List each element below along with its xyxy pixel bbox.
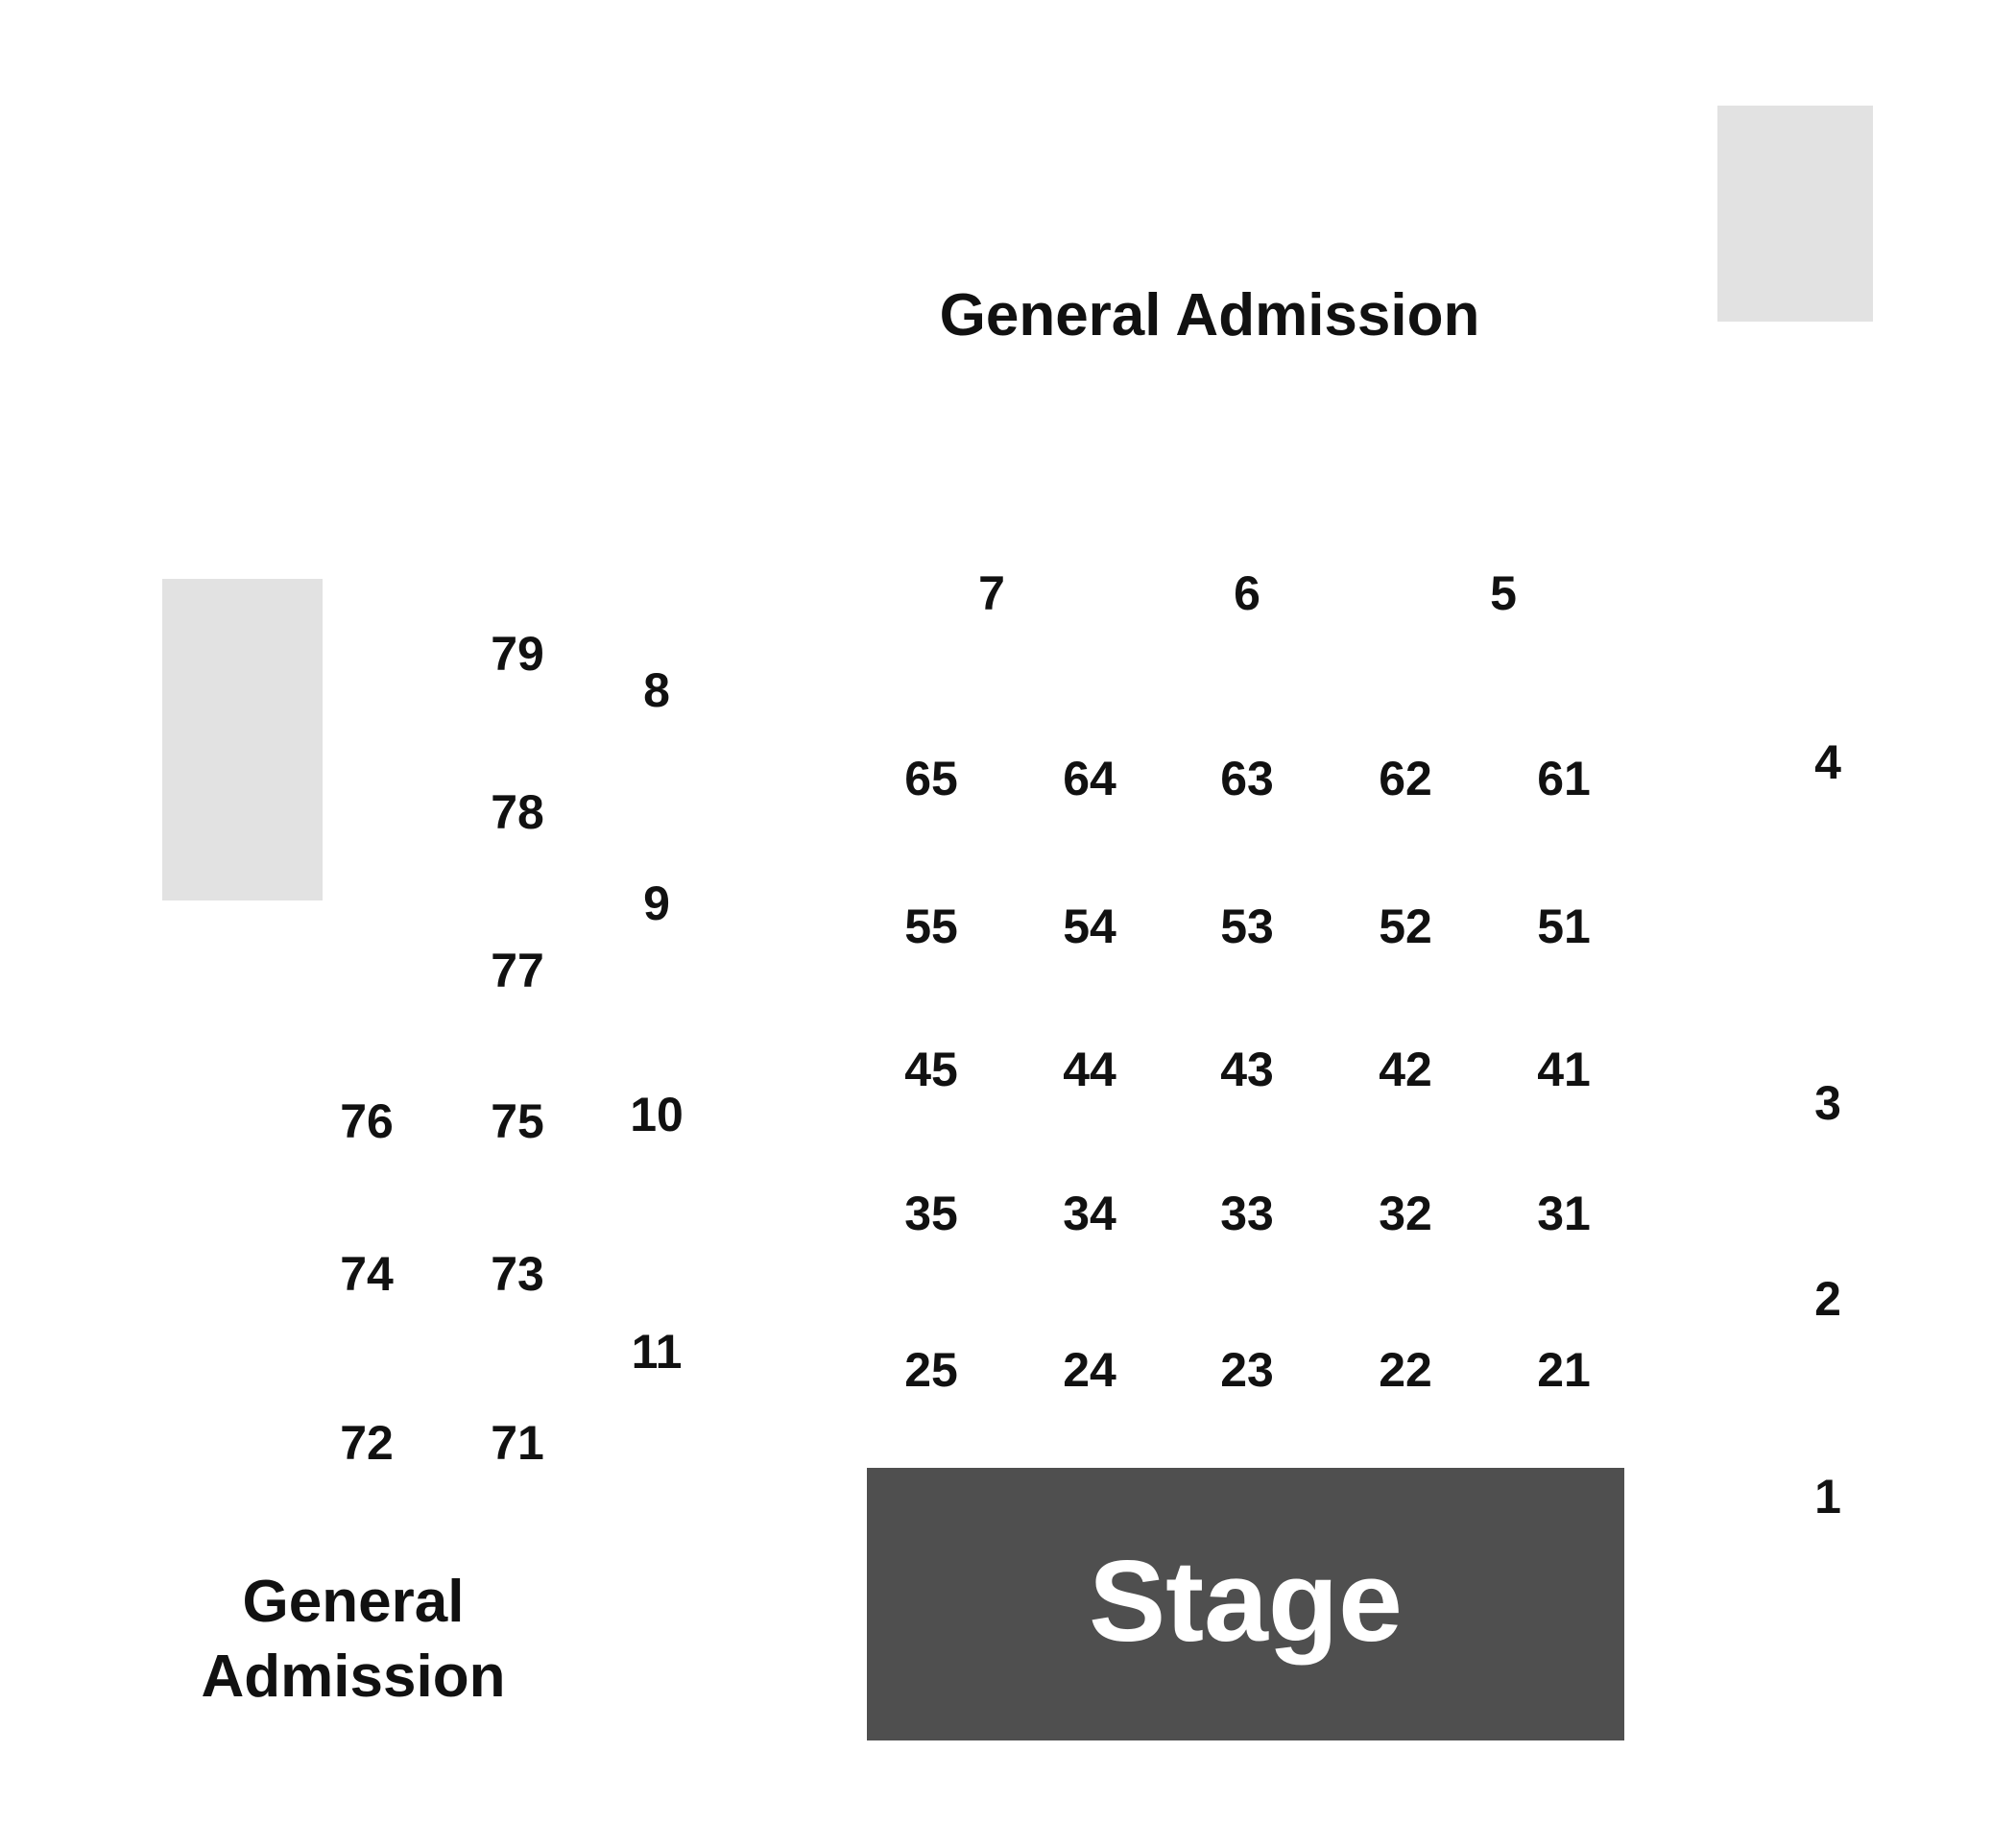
- table-33[interactable]: 33: [1220, 1187, 1274, 1240]
- table-76[interactable]: 76: [340, 1094, 394, 1148]
- table-6[interactable]: 6: [1234, 566, 1260, 620]
- table-10[interactable]: 10: [630, 1088, 684, 1141]
- table-75[interactable]: 75: [491, 1094, 544, 1148]
- table-63[interactable]: 63: [1220, 752, 1274, 805]
- table-21[interactable]: 21: [1537, 1343, 1591, 1397]
- table-42[interactable]: 42: [1379, 1043, 1432, 1096]
- table-3[interactable]: 3: [1814, 1076, 1841, 1130]
- table-52[interactable]: 52: [1379, 900, 1432, 953]
- table-41[interactable]: 41: [1537, 1043, 1591, 1096]
- table-43[interactable]: 43: [1220, 1043, 1274, 1096]
- table-64[interactable]: 64: [1063, 752, 1116, 805]
- table-5[interactable]: 5: [1490, 566, 1517, 620]
- table-61[interactable]: 61: [1537, 752, 1591, 805]
- table-34[interactable]: 34: [1063, 1187, 1116, 1240]
- table-53[interactable]: 53: [1220, 900, 1274, 953]
- table-73[interactable]: 73: [491, 1247, 544, 1301]
- table-35[interactable]: 35: [904, 1187, 958, 1240]
- table-8[interactable]: 8: [643, 663, 670, 717]
- stage-label: Stage: [1089, 1537, 1403, 1666]
- general-admission-top-label: General Admission: [939, 282, 1480, 348]
- table-23[interactable]: 23: [1220, 1343, 1274, 1397]
- general-admission-left-label: General Admission: [201, 1569, 506, 1710]
- table-11[interactable]: 11: [631, 1325, 683, 1379]
- table-1[interactable]: 1: [1814, 1470, 1841, 1524]
- blocked-area-left: [162, 579, 323, 900]
- table-45[interactable]: 45: [904, 1043, 958, 1096]
- table-54[interactable]: 54: [1063, 900, 1116, 953]
- table-65[interactable]: 65: [904, 752, 958, 805]
- table-31[interactable]: 31: [1537, 1187, 1591, 1240]
- table-78[interactable]: 78: [491, 785, 544, 839]
- table-4[interactable]: 4: [1814, 735, 1841, 789]
- table-74[interactable]: 74: [340, 1247, 394, 1301]
- table-32[interactable]: 32: [1379, 1187, 1432, 1240]
- table-71[interactable]: 71: [491, 1416, 544, 1470]
- table-55[interactable]: 55: [904, 900, 958, 953]
- stage: Stage: [867, 1468, 1624, 1740]
- table-72[interactable]: 72: [340, 1416, 394, 1470]
- table-79[interactable]: 79: [491, 627, 544, 681]
- table-24[interactable]: 24: [1063, 1343, 1116, 1397]
- table-77[interactable]: 77: [491, 944, 544, 997]
- table-22[interactable]: 22: [1379, 1343, 1432, 1397]
- table-25[interactable]: 25: [904, 1343, 958, 1397]
- blocked-area-top-right: [1717, 106, 1873, 322]
- table-9[interactable]: 9: [643, 876, 670, 930]
- table-7[interactable]: 7: [978, 566, 1005, 620]
- table-44[interactable]: 44: [1063, 1043, 1116, 1096]
- table-51[interactable]: 51: [1537, 900, 1591, 953]
- table-62[interactable]: 62: [1379, 752, 1432, 805]
- table-2[interactable]: 2: [1814, 1272, 1841, 1326]
